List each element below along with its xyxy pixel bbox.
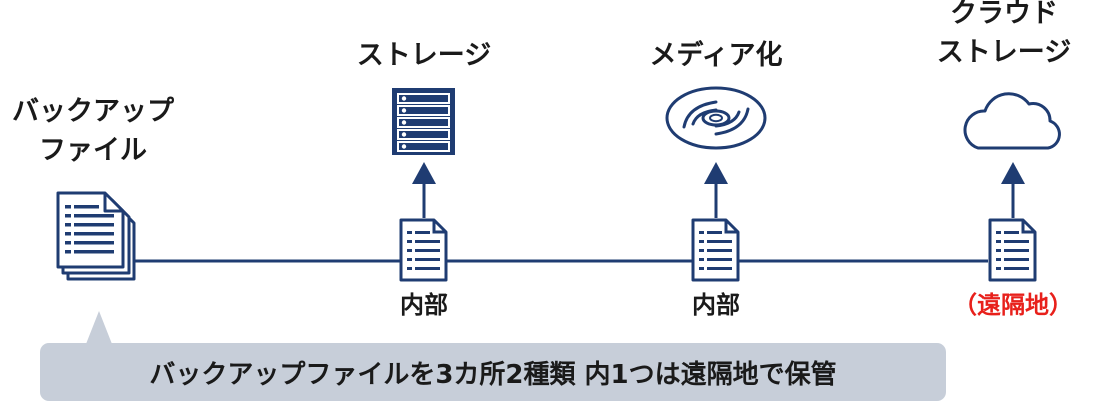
document-icon (988, 218, 1037, 282)
arrow-up-icon (1001, 162, 1025, 218)
media-label: メディア化 (649, 40, 783, 71)
document-icon (399, 218, 448, 282)
backup-file-label: バックアップ ファイル (12, 96, 174, 167)
storage-label: ストレージ (356, 40, 492, 71)
stacked-documents-icon (56, 191, 136, 281)
storage-location-label: 内部 (400, 291, 448, 319)
arrow-up-icon (704, 162, 728, 218)
cloud-storage-label: クラウド ストレージ (936, 0, 1072, 69)
media-location-label: 内部 (692, 291, 740, 319)
cloud-icon (963, 92, 1061, 150)
disc-icon (665, 86, 767, 150)
server-rack-icon (392, 88, 455, 155)
callout-pointer (86, 311, 112, 344)
callout-box: バックアップファイルを3カ所2種類 内1つは遠隔地で保管 (40, 343, 946, 401)
remote-location-label: （遠隔地） (953, 291, 1073, 319)
document-icon (691, 218, 740, 282)
arrow-up-icon (412, 162, 436, 218)
callout-text: バックアップファイルを3カ所2種類 内1つは遠隔地で保管 (149, 359, 837, 390)
